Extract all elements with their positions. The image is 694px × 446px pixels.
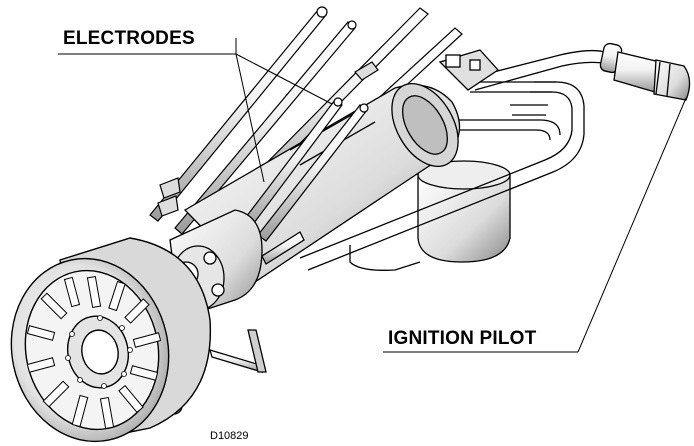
drawing-number: D10829 xyxy=(210,430,249,442)
ignition-pilot-label: IGNITION PILOT xyxy=(388,328,537,349)
electrodes-label: ELECTRODES xyxy=(63,28,195,49)
leader-lines xyxy=(58,38,687,353)
electrode-rods xyxy=(157,61,379,242)
lower-housing xyxy=(349,160,511,271)
frame-tubes xyxy=(299,81,585,271)
disc-vanes xyxy=(26,275,162,430)
ignition-pilot-tube xyxy=(469,42,691,101)
burner-head-disc xyxy=(10,237,212,443)
disc-holes xyxy=(65,315,133,389)
